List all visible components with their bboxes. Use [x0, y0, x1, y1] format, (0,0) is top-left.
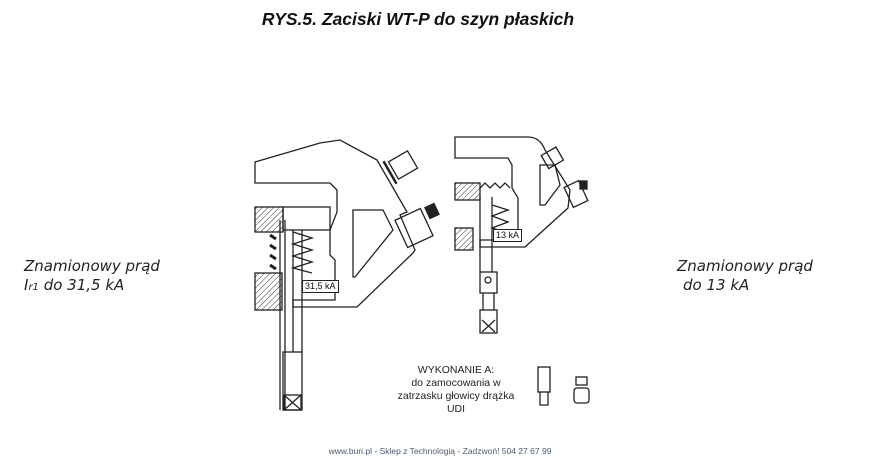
caption-heading: WYKONANIE A:	[417, 364, 495, 376]
rated-current-note-small: Znamionowy prąd do 13 kA	[677, 257, 813, 295]
figure-title: RYS.5. Zaciski WT-P do szyn płaskich	[261, 9, 575, 29]
small-clamp-rating-label: 13 kA	[493, 229, 523, 242]
caption-line: zatrzasku głowicy drążka UDI	[397, 390, 515, 415]
rated-current-value: do 31,5 kA	[38, 276, 125, 294]
current-subscript: r1	[28, 282, 39, 293]
small-clamp-drawing	[454, 136, 589, 334]
rated-current-note-large: Znamionowy prąd Ir1 do 31,5 kA	[24, 257, 160, 297]
variant-a-adapter-icons	[537, 366, 590, 406]
rated-current-label: Znamionowy prąd	[24, 257, 160, 275]
rated-current-label: Znamionowy prąd	[677, 257, 813, 275]
current-symbol: I	[24, 276, 29, 294]
variant-a-caption: WYKONANIE A: do zamocowania w zatrzasku …	[388, 364, 524, 416]
rated-current-value: do 13 kA	[683, 276, 750, 294]
large-clamp-rating-label: 31,5 kA	[302, 280, 339, 293]
caption-line: do zamocowania w	[411, 377, 501, 389]
footer-contact: www.buri.pl - Sklep z Technologią - Zadz…	[328, 446, 552, 456]
